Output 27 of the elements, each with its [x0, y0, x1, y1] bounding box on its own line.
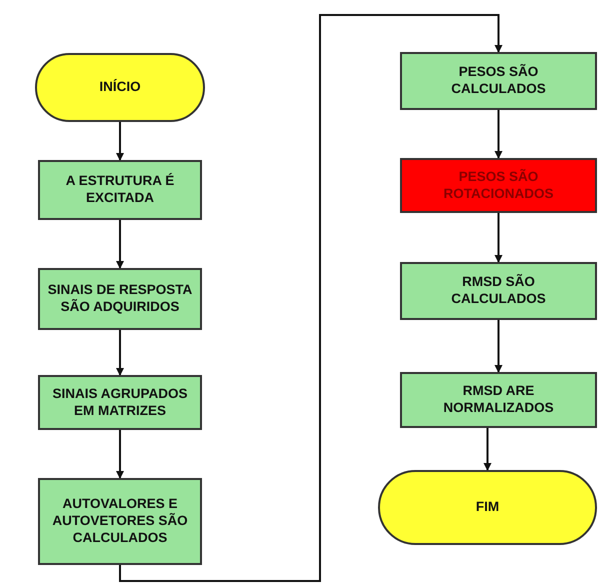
process-box: [38, 160, 202, 220]
node-label: A ESTRUTURA É EXCITADA: [64, 173, 176, 207]
node-label: AUTOVALORES E AUTOVETORES SÃO CALCULADOS: [51, 496, 189, 547]
process-box: [400, 52, 597, 110]
process-box: [38, 375, 202, 430]
arrow: [116, 330, 124, 376]
arrow: [484, 428, 492, 471]
node-label: RMSD SÃO CALCULADOS: [450, 274, 547, 308]
arrow: [494, 320, 502, 373]
node-label: RMSD ARE NORMALIZADOS: [442, 383, 555, 417]
process-box: [400, 372, 597, 428]
arrow: [116, 220, 124, 269]
arrow: [494, 213, 502, 263]
process-box: [38, 478, 202, 565]
process-box: [400, 158, 597, 213]
process-box: [400, 262, 597, 320]
process-box: [38, 268, 202, 330]
arrow: [494, 110, 502, 159]
node-label: FIM: [474, 499, 500, 516]
node-label: SINAIS DE RESPOSTA SÃO ADQUIRIDOS: [46, 282, 194, 316]
node-label: INÍCIO: [98, 79, 142, 96]
node-label: PESOS SÃO ROTACIONADOS: [442, 168, 554, 202]
arrow: [116, 122, 124, 161]
node-label: SINAIS AGRUPADOS EM MATRIZES: [51, 386, 188, 420]
node-label: PESOS SÃO CALCULADOS: [450, 64, 547, 98]
arrow: [119, 14, 502, 582]
arrow: [116, 430, 124, 479]
